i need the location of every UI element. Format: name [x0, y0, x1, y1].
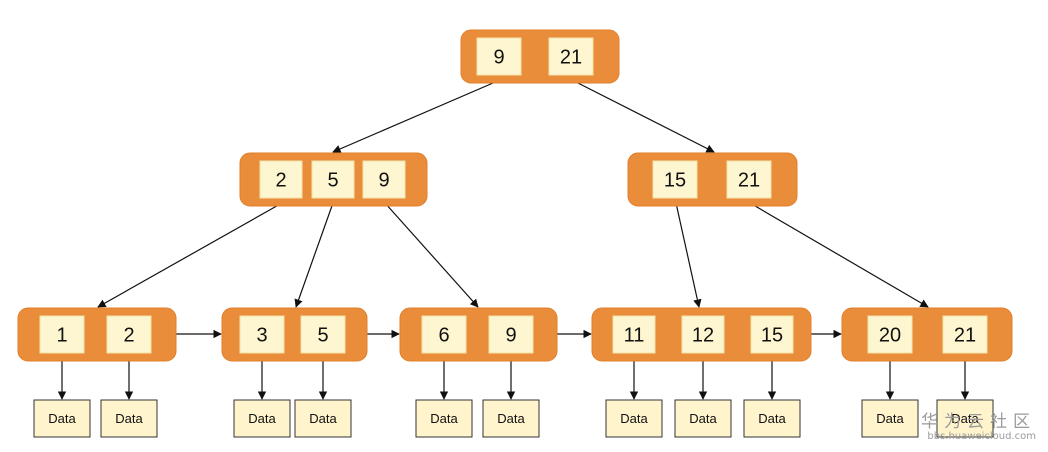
data-label: Data	[951, 411, 979, 426]
pointer-arrow	[294, 202, 334, 308]
data-label: Data	[430, 411, 458, 426]
data-box	[33, 399, 91, 438]
key-label: 9	[378, 170, 389, 192]
key-cell	[259, 160, 303, 199]
key-label: 12	[692, 325, 714, 347]
pointer-arrow	[571, 79, 715, 153]
data-label: Data	[689, 411, 717, 426]
data-label: Data	[758, 411, 786, 426]
pointer-arrow	[675, 202, 702, 308]
data-box	[743, 399, 801, 438]
key-cell	[311, 160, 355, 199]
data-label: Data	[620, 411, 648, 426]
key-label: 15	[761, 325, 783, 347]
key-cell	[106, 315, 152, 354]
data-label: Data	[497, 411, 525, 426]
data-box	[936, 399, 994, 438]
data-label: Data	[48, 411, 76, 426]
pointer-arrow	[97, 202, 283, 308]
data-label: Data	[115, 411, 143, 426]
key-cell	[681, 315, 725, 354]
key-label: 20	[879, 325, 901, 347]
data-record: Data	[674, 399, 732, 438]
data-label: Data	[876, 411, 904, 426]
data-box	[674, 399, 732, 438]
key-label: 11	[624, 325, 645, 347]
data-record: Data	[482, 399, 540, 438]
data-record: Data	[100, 399, 158, 438]
key-cell	[652, 160, 698, 199]
pointer-arrow	[749, 202, 929, 308]
key-label: 15	[664, 170, 686, 192]
data-box	[861, 399, 919, 438]
data-box	[605, 399, 663, 438]
data-record: Data	[33, 399, 91, 438]
data-record: Data	[861, 399, 919, 438]
pointer-arrow	[384, 202, 479, 308]
root-node: 9 21	[460, 29, 620, 84]
data-box	[233, 399, 291, 438]
key-label: 3	[256, 325, 267, 347]
data-box	[482, 399, 540, 438]
key-label: 21	[954, 325, 976, 347]
data-record: Data	[936, 399, 994, 438]
data-box	[294, 399, 352, 438]
watermark: 华为云社区 bbs.huaweicloud.com	[921, 413, 1036, 442]
key-label: 1	[56, 325, 67, 347]
data-record: Data	[233, 399, 291, 438]
data-box	[100, 399, 158, 438]
internal-node: 2 5 9	[239, 152, 428, 207]
key-label: 21	[560, 47, 582, 69]
key-cell	[942, 315, 988, 354]
key-cell	[239, 315, 285, 354]
key-cell	[726, 160, 772, 199]
key-label: 2	[275, 170, 286, 192]
key-cell	[612, 315, 656, 354]
key-cell	[867, 315, 913, 354]
key-label: 6	[438, 325, 449, 347]
data-label: Data	[248, 411, 276, 426]
data-label: Data	[309, 411, 337, 426]
key-cell	[488, 315, 534, 354]
key-label: 2	[123, 325, 134, 347]
key-cell	[750, 315, 794, 354]
data-box	[415, 399, 473, 438]
leaf-node: 11 12 15	[591, 307, 812, 362]
key-label: 9	[493, 47, 504, 69]
data-record: Data	[743, 399, 801, 438]
key-cell	[300, 315, 346, 354]
watermark-url: bbs.huaweicloud.com	[927, 431, 1036, 442]
pointer-arrow	[332, 79, 501, 153]
key-cell	[39, 315, 85, 354]
key-cell	[548, 37, 594, 76]
key-cell	[476, 37, 522, 76]
data-record: Data	[605, 399, 663, 438]
key-label: 5	[327, 170, 338, 192]
data-record: Data	[294, 399, 352, 438]
watermark-title: 华为云社区	[921, 412, 1036, 432]
data-record: Data	[415, 399, 473, 438]
key-cell	[362, 160, 406, 199]
key-label: 5	[317, 325, 328, 347]
key-label: 9	[505, 325, 516, 347]
key-cell	[421, 315, 467, 354]
key-label: 21	[738, 170, 760, 192]
